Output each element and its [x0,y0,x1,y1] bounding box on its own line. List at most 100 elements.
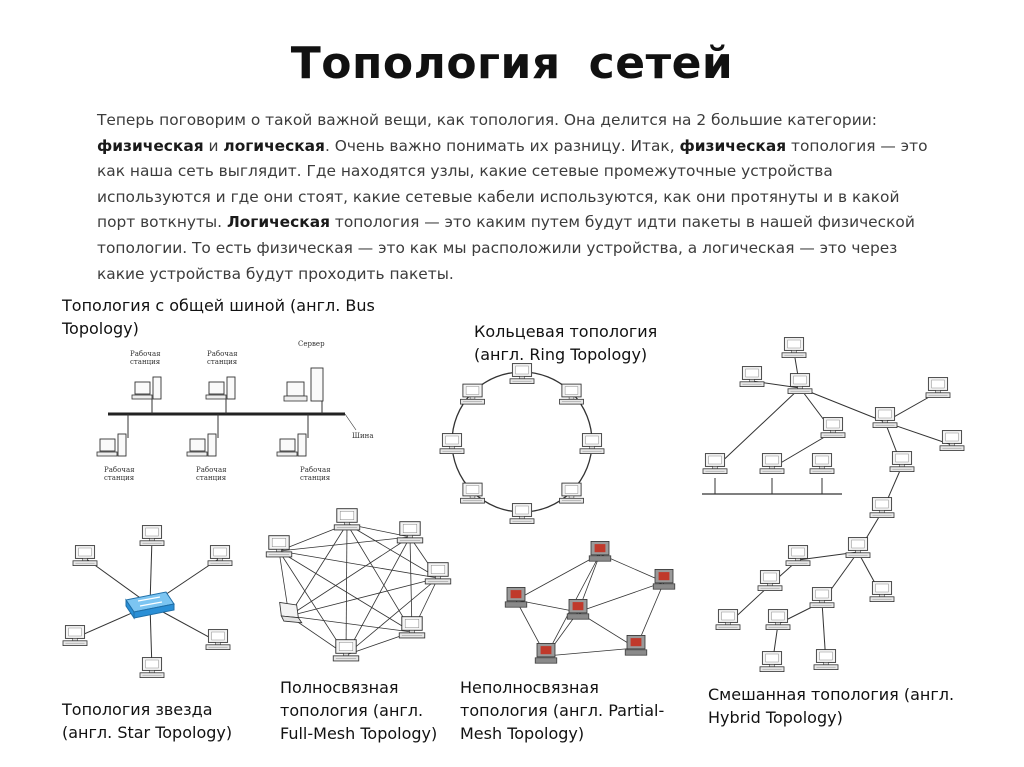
page-title: Топология сетей [0,38,1024,89]
bus-label-workstation: Рабочая [300,466,331,474]
desktop-computer-icon [424,562,452,585]
star-switch [125,591,175,620]
network-link [346,523,413,633]
network-link [577,581,665,613]
workstation-icon [96,433,127,457]
workstation-icon [276,433,307,457]
caption-ring: Кольцевая топология (англ. Ring Topology… [474,320,657,366]
switch-arrow [137,596,161,602]
title-word-1: Топология [290,38,561,89]
caption-partialmesh-line-2: топология (англ. Partial- [460,701,665,720]
network-link [288,577,439,617]
desktop-computer-icon [460,383,485,405]
network-link [714,387,801,469]
intro-text-2: и [203,136,224,155]
desktop-computer-icon [332,639,360,662]
desktop-computer-icon [559,383,584,405]
caption-bus: Топология с общей шиной (англ. Bus Topol… [62,294,375,340]
desktop-computer-icon [566,598,590,620]
desktop-computer-icon [398,616,426,639]
desktop-computer-icon [872,407,898,429]
desktop-computer-icon [62,625,88,647]
desktop-computer-icon [702,453,728,475]
caption-hybrid: Смешанная топология (англ. Hybrid Topolo… [708,683,954,729]
bus-label-workstation: станция [300,474,331,482]
desktop-computer-icon [534,642,558,664]
desktop-computer-icon [759,651,785,673]
desktop-computer-icon [139,657,165,679]
desktop-computer-icon [559,482,584,504]
caption-fullmesh-line-1: Полносвязная [280,678,399,697]
caption-partialmesh-line-1: Неполносвязная [460,678,599,697]
network-link [345,523,348,656]
desktop-computer-icon [504,586,528,608]
network-link [288,523,348,617]
network-link [345,536,411,656]
intro-bold-logical-1: логическая [223,136,325,155]
workstation-icon [131,376,162,400]
desktop-computer-icon [889,451,915,473]
intro-text-3: . Очень важно понимать их разницу. Итак, [324,136,680,155]
desktop-computer-icon [265,535,293,558]
desktop-computer-icon [765,609,791,631]
desktop-computer-icon [809,453,835,475]
workstation-icon [186,433,217,457]
desktop-computer-icon [333,508,361,531]
network-link [346,523,439,579]
bus-label-server: Сервер [298,340,325,348]
desktop-computer-icon [939,430,965,452]
bus-label-workstation: станция [104,474,135,482]
caption-star-line-2: (англ. Star Topology) [62,723,233,742]
desktop-computer-icon [72,545,98,567]
network-link [149,537,153,606]
desktop-computer-icon [845,537,871,559]
network-link [288,536,411,617]
caption-partialmesh: Неполносвязная топология (англ. Partial-… [460,676,664,745]
network-link [545,647,637,657]
intro-paragraph: Теперь поговорим о такой важной вещи, ка… [97,108,937,287]
caption-star: Топология звезда (англ. Star Topology) [62,698,232,744]
bus-label-workstation: станция [130,358,161,366]
ring-nodes [439,363,605,525]
bus-label-workstation: Рабочая [130,350,161,358]
intro-bold-logical-2: Логическая [226,213,330,232]
caption-star-line-1: Топология звезда [62,700,213,719]
network-link [278,550,439,579]
desktop-computer-icon [509,503,535,525]
desktop-computer-icon [207,545,233,567]
caption-ring-line-2: (англ. Ring Topology) [474,345,648,364]
network-link [288,615,413,633]
intro-bold-physical-2: физическая [679,136,787,155]
caption-bus-line-2: Topology) [62,319,139,338]
network-link [345,577,439,656]
desktop-computer-icon [757,570,783,592]
desktop-computer-icon [715,609,741,631]
workstation-icon [205,376,236,400]
desktop-computer-icon [820,417,846,439]
fullmesh-nodes [265,508,452,662]
desktop-computer-icon [588,540,612,562]
desktop-computer-icon [579,433,605,455]
desktop-computer-icon [652,568,676,590]
title-word-2: сетей [588,38,734,89]
desktop-computer-icon [439,433,465,455]
switch-front [133,603,175,619]
desktop-computer-icon [739,366,765,388]
intro-text-1: Теперь поговорим о такой важной вещи, ка… [97,111,877,129]
intro-bold-physical-1: физическая [97,136,204,155]
caption-ring-line-1: Кольцевая топология [474,322,658,341]
desktop-computer-icon [781,337,807,359]
desktop-computer-icon [869,497,895,519]
bus-label-workstation: Рабочая [207,350,238,358]
desktop-computer-icon [205,629,231,651]
desktop-computer-icon [813,649,839,671]
hybrid-nodes [702,337,965,673]
network-link [278,550,347,656]
caption-fullmesh-line-2: топология (англ. [280,701,424,720]
bus-topology-diagram: Рабочая станция Рабочая станция Сервер Ш… [96,340,374,482]
desktop-computer-icon [869,581,895,603]
intro-text-4: топология — это как наша сеть выглядит. … [97,136,928,232]
caption-bus-line-1: Топология с общей шиной (англ. Bus [62,296,375,315]
partialmesh-nodes [504,540,676,664]
network-link [799,387,886,423]
